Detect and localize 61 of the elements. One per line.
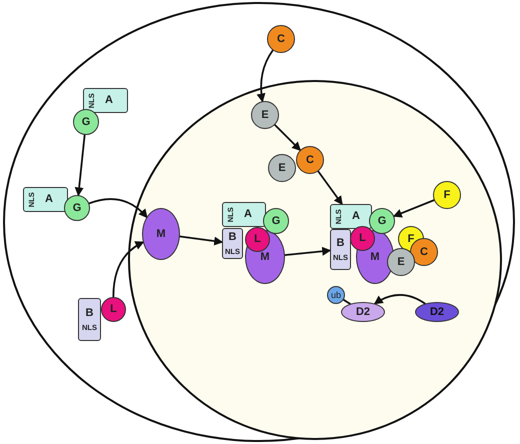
protein-label: G [272,216,280,226]
protein-box [23,187,68,212]
connector-line [342,298,351,305]
arrow [392,199,435,218]
protein-circle [101,297,126,322]
protein-label: M [156,228,166,240]
protein-label: B [228,232,236,243]
protein-circle [245,227,270,252]
protein-box [330,204,372,229]
protein-label: G [378,216,386,226]
protein-label: C [306,154,314,166]
protein-circle [369,208,395,234]
arrow [88,198,148,218]
arrow [284,246,332,256]
protein-label: L [110,304,117,315]
protein-circle [296,146,324,174]
protein-box [222,228,243,259]
protein-box [83,88,128,113]
protein-label: E [278,162,286,174]
protein-label: B [336,238,344,249]
protein-label: ub [330,290,341,300]
arrow [374,294,426,305]
protein-ellipse [142,208,180,260]
protein-label: B [86,308,94,319]
arrow [274,124,302,152]
protein-ellipse [415,302,459,322]
protein-label: E [261,110,269,120]
protein-label: M [260,252,270,262]
protein-box [78,298,101,341]
protein-label: G [72,202,82,214]
protein-label: D2 [430,306,444,318]
protein-circle [64,195,90,221]
protein-circle [433,181,461,209]
protein-circle [268,154,296,182]
arrow [74,134,86,196]
protein-label: C [420,246,428,258]
arrow [112,241,144,298]
protein-label: M [370,252,380,262]
protein-ellipse [341,302,385,322]
protein-label: F [444,190,450,200]
protein-circle [263,208,289,234]
protein-label: L [254,234,261,245]
protein-label: C [277,34,285,44]
protein-label: A [352,211,360,222]
arrow [317,170,343,206]
protein-label: G [82,116,90,128]
protein-label: L [359,233,366,244]
protein-label: F [408,234,414,244]
protein-box [222,202,266,227]
protein-circle [73,109,99,135]
protein-label: A [45,194,53,205]
protein-circle [267,25,295,53]
protein-label: A [105,95,113,106]
protein-circle [327,286,345,304]
arrow [256,50,274,102]
arrow [179,236,224,246]
protein-circle [251,101,279,129]
protein-label: E [397,256,405,268]
protein-label: D2 [356,306,370,318]
protein-box [330,229,351,270]
protein-label: A [244,209,252,220]
